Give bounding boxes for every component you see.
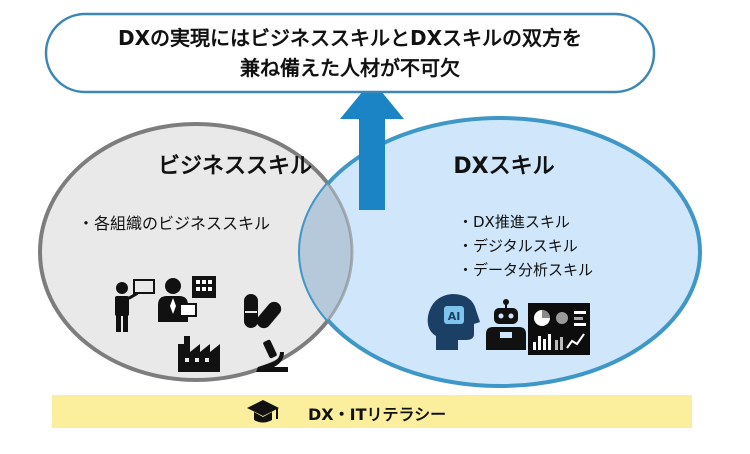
ai-head-icon: AI xyxy=(427,294,480,350)
up-arrow xyxy=(340,80,404,210)
businessman-icon xyxy=(158,278,197,322)
robot-icon xyxy=(486,299,526,350)
business-skill-item: ・各組織のビジネススキル xyxy=(78,214,271,233)
dashboard-icon xyxy=(528,303,590,355)
literacy-bar xyxy=(52,395,692,428)
literacy-label: DX・ITリテラシー xyxy=(308,405,447,424)
dx-skill-item: ・DX推進スキル xyxy=(458,213,570,231)
factory-icon xyxy=(178,336,220,372)
dx-skill-item: ・データ分析スキル xyxy=(458,261,594,279)
microscope-icon xyxy=(256,339,288,372)
building-icon xyxy=(192,276,216,298)
title-line-1: DXの実現にはビジネススキルとDXスキルの双方を xyxy=(117,26,583,50)
dx-skill-item: ・デジタルスキル xyxy=(458,237,578,255)
presenter-icon xyxy=(115,279,155,332)
business-skill-title: ビジネススキル xyxy=(157,154,312,179)
dx-skill-title: DXスキル xyxy=(453,154,555,179)
svg-text:AI: AI xyxy=(448,310,461,323)
graduation-cap-icon xyxy=(247,400,279,423)
business-skill-outline xyxy=(38,122,354,382)
title-box xyxy=(44,12,656,94)
pills-icon xyxy=(244,294,282,329)
title-line-2: 兼ね備えた人材が不可欠 xyxy=(240,56,460,80)
title: DXの実現にはビジネススキルとDXスキルの双方を 兼ね備えた人材が不可欠 xyxy=(46,14,654,92)
